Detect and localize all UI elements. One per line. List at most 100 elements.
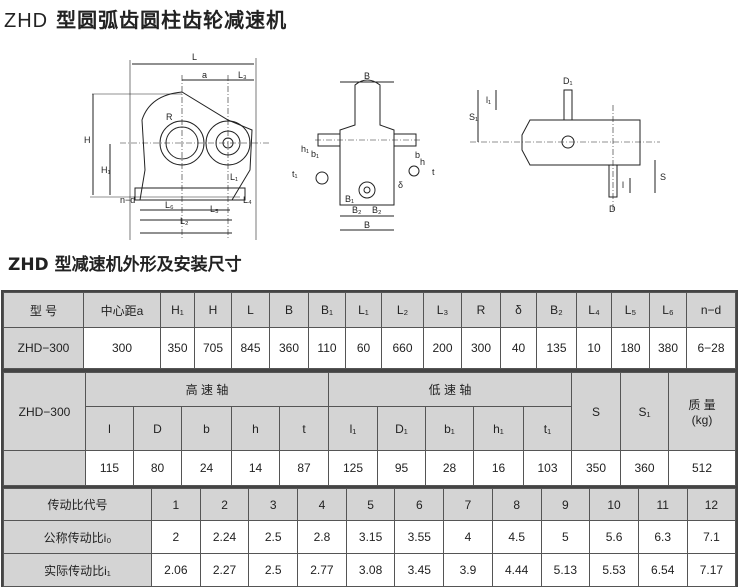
table-cell: 2.77 <box>297 553 347 587</box>
column-header: D₁ <box>377 406 426 451</box>
dim-label: h <box>420 157 425 167</box>
column-header: B₁ <box>308 292 346 328</box>
table-cell: 300 <box>83 327 161 369</box>
table-cell: 7.17 <box>686 553 737 587</box>
table-cell: 6.3 <box>637 520 688 554</box>
dim-label: L₁ <box>230 172 238 182</box>
title-text: 型圆弧齿圆柱齿轮减速机 <box>56 8 288 32</box>
model-cell: ZHD−300 <box>3 327 84 369</box>
reducer-drawings: L a L₃ H H₁ R L₁ L₄ n−d L₆ L₅ L₂ B b₁ h₁… <box>84 52 666 240</box>
dim-label: t <box>432 167 435 177</box>
table-cell: 3.9 <box>443 553 493 587</box>
table-cell: 60 <box>345 327 382 369</box>
table-cell: 7 <box>443 488 493 521</box>
section-title: ZHD 型减速机外形及安装尺寸 <box>8 255 242 275</box>
table-cell: 200 <box>423 327 462 369</box>
dim-label: L₅ <box>210 204 219 214</box>
table-cell: 3.45 <box>394 553 445 587</box>
table-cell: 512 <box>668 450 736 486</box>
row-header: 公称传动比i₀ <box>3 520 152 554</box>
dim-label: H <box>84 135 91 145</box>
dim-label: S <box>660 172 666 182</box>
s1-header: S₁ <box>620 372 669 451</box>
table-cell: 95 <box>377 450 426 486</box>
dim-label: B <box>364 220 370 230</box>
table-cell: 80 <box>133 450 182 486</box>
dim-label: B₂ <box>352 205 362 215</box>
table-cell: 2.5 <box>248 553 299 587</box>
table-cell: 5 <box>345 488 396 521</box>
column-header: 型 号 <box>3 292 84 328</box>
column-header: D <box>133 406 182 451</box>
table-cell: 12 <box>686 488 737 521</box>
dim-label: L₆ <box>165 200 174 210</box>
s-header: S <box>571 372 621 451</box>
table-group-header-row: ZHD−300 高 速 轴 低 速 轴 S S₁ 质 量(kg) <box>3 372 736 451</box>
column-header: L₆ <box>649 292 687 328</box>
dim-label: B₂ <box>372 205 382 215</box>
column-header: B₂ <box>536 292 577 328</box>
column-header: h₁ <box>473 406 524 451</box>
dim-label: t₁ <box>292 169 298 179</box>
table-cell: 3.55 <box>394 520 445 554</box>
table-cell: 660 <box>381 327 424 369</box>
column-header: L₅ <box>611 292 650 328</box>
side-view-drawing: B b₁ h₁ t₁ b h t δ B₁ B₂ B₂ B <box>292 71 435 231</box>
table-cell: 14 <box>231 450 280 486</box>
dim-label: B <box>364 71 370 81</box>
table-cell: 11 <box>637 488 688 521</box>
table-cell: 3 <box>248 488 299 521</box>
table-cell: 9 <box>540 488 591 521</box>
column-header: n−d <box>686 292 736 328</box>
table-cell: 4.44 <box>491 553 542 587</box>
table-cell: 5.13 <box>540 553 591 587</box>
table-cell: 2.5 <box>248 520 299 554</box>
table-cell: 10 <box>576 327 612 369</box>
table-cell: 110 <box>308 327 346 369</box>
low-speed-shaft-header: 低 速 轴 <box>328 372 572 407</box>
dim-label: δ <box>398 180 403 190</box>
table-cell: 5 <box>540 520 591 554</box>
row-header: 实际传动比i₁ <box>3 553 152 587</box>
column-header: 中心距a <box>83 292 161 328</box>
table-cell: 5.6 <box>589 520 639 554</box>
table-cell: 2.24 <box>199 520 250 554</box>
dim-label: D₁ <box>563 76 573 86</box>
dim-label: L₃ <box>238 70 247 80</box>
table-cell: 3.15 <box>345 520 396 554</box>
dim-label: S₁ <box>469 112 478 122</box>
table-cell: 24 <box>181 450 232 486</box>
table-cell: 4.5 <box>491 520 542 554</box>
table-cell: 380 <box>649 327 687 369</box>
mass-header: 质 量(kg) <box>668 372 736 451</box>
table-cell: 6.54 <box>637 553 688 587</box>
table-cell: 16 <box>473 450 524 486</box>
table-cell: 2.8 <box>297 520 347 554</box>
table-cell: 360 <box>269 327 309 369</box>
dim-label: H₁ <box>101 165 111 175</box>
table-cell: 6 <box>394 488 445 521</box>
column-header: b₁ <box>425 406 474 451</box>
column-header: L₁ <box>345 292 382 328</box>
dim-label: b₁ <box>311 149 319 159</box>
column-header: l₁ <box>328 406 378 451</box>
top-view-drawing: D₁ l₁ S₁ l S D <box>469 76 666 214</box>
table-cell: 2 <box>151 520 201 554</box>
table-cell: 2.27 <box>199 553 250 587</box>
table-cell: 10 <box>589 488 639 521</box>
table-cell: 2 <box>199 488 250 521</box>
table-cell: 2.06 <box>151 553 201 587</box>
table-cell: 135 <box>536 327 577 369</box>
mass-label: 质 量 <box>688 398 716 412</box>
table-cell: 180 <box>611 327 650 369</box>
table-cell: 103 <box>523 450 572 486</box>
table-cell: 7.1 <box>686 520 737 554</box>
column-header: δ <box>500 292 537 328</box>
